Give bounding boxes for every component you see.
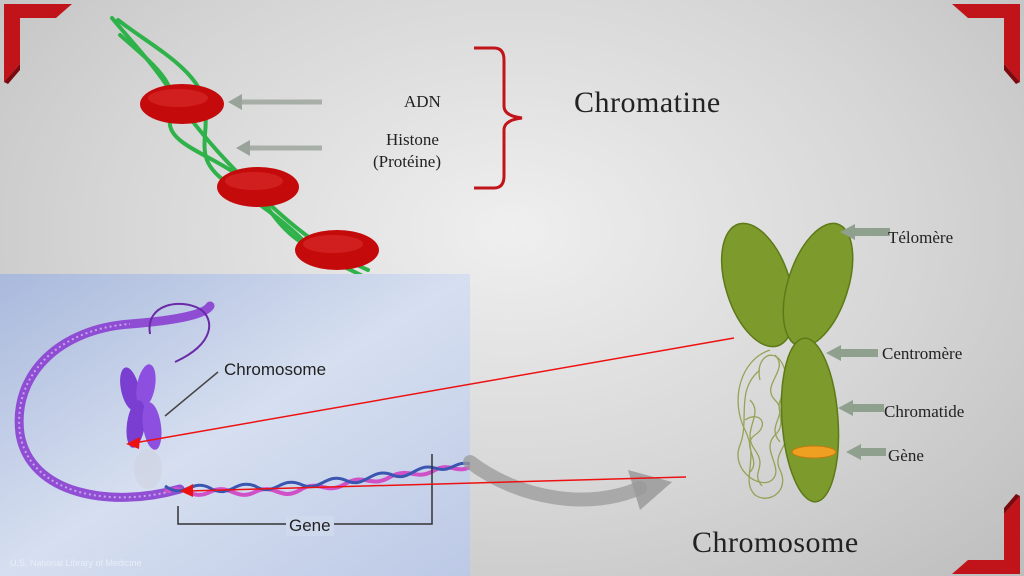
corner-decoration-bottom-right (950, 494, 1020, 574)
label-chromatide: Chromatide (884, 402, 965, 421)
chromatin-tangle (737, 349, 790, 499)
histone-disk (295, 230, 379, 270)
label-centromere: Centromère (882, 344, 963, 363)
corner-decoration-top-left (4, 4, 74, 84)
label-telomere: Télomère (888, 228, 954, 247)
label-gene: Gène (888, 446, 924, 465)
corner-decoration-top-right (950, 4, 1020, 84)
chromosome-title: Chromosome (692, 526, 859, 559)
label-histone: Histone (386, 130, 439, 149)
micro-gene-label: Gene (286, 516, 334, 536)
micro-chromosome-label: Chromosome (224, 360, 327, 379)
chromatin-illustration (110, 16, 379, 282)
histone-disk (140, 84, 224, 124)
histone-disk (217, 167, 299, 207)
label-protein: (Protéine) (373, 152, 441, 171)
dna-micrograph-panel: Chromosome Gene U.S. National Library of… (0, 274, 470, 576)
gene-band (791, 445, 837, 459)
curved-grey-arrow (463, 455, 647, 507)
image-credit: U.S. National Library of Medicine (10, 558, 142, 568)
chromatine-title: Chromatine (574, 86, 721, 119)
chromosome-illustration (720, 222, 890, 503)
brace-icon (474, 46, 523, 190)
label-adn: ADN (404, 92, 441, 111)
